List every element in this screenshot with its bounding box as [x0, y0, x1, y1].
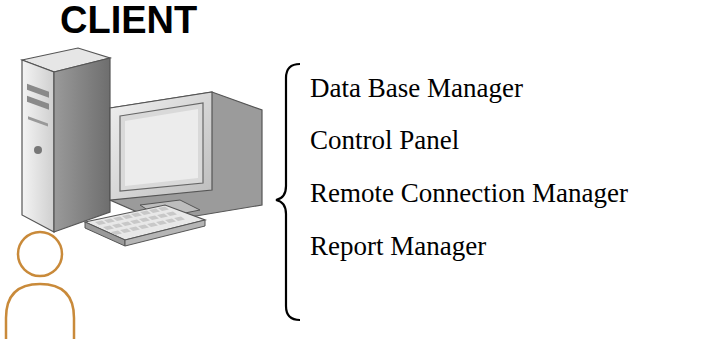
component-label: Remote Connection Manager: [310, 177, 628, 209]
keyboard: [85, 205, 205, 246]
component-label: Control Panel: [310, 124, 459, 156]
title: CLIENT: [60, 0, 197, 42]
monitor: [110, 92, 262, 222]
component-label: Report Manager: [310, 230, 486, 262]
component-label: Data Base Manager: [310, 72, 523, 104]
tower-case: [22, 48, 110, 232]
user-figure: [6, 232, 74, 339]
curly-bracket: [276, 64, 300, 320]
